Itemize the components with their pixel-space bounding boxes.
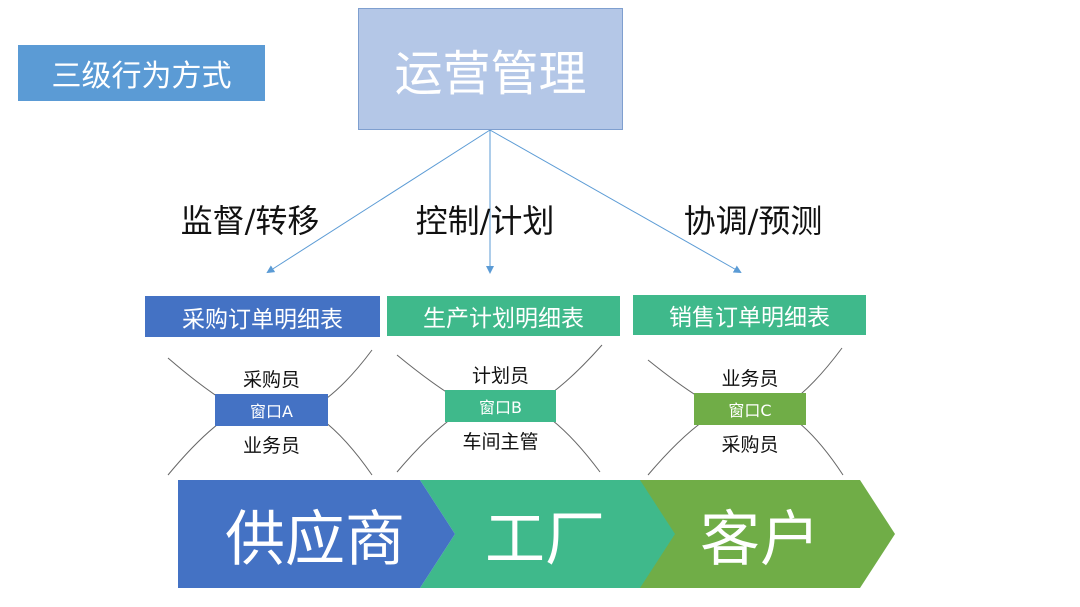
- operations-management-box: 运营管理: [358, 8, 623, 130]
- role-upper-b: 计划员: [471, 364, 529, 387]
- production-plan-table: 生产计划明细表: [387, 296, 620, 336]
- verb-coordinate: 协调/预测: [683, 202, 823, 240]
- role-lower-c: 采购员: [721, 433, 779, 456]
- window-a: 窗口A: [215, 394, 328, 426]
- role-upper-c: 业务员: [721, 367, 779, 390]
- verb-control: 控制/计划: [415, 202, 555, 240]
- sales-order-table: 销售订单明细表: [633, 295, 866, 335]
- chevron-customer: [620, 480, 895, 588]
- level-label: 三级行为方式: [18, 45, 265, 101]
- window-b: 窗口B: [445, 390, 556, 422]
- arrow-left: [266, 129, 491, 274]
- role-lower-a: 业务员: [242, 434, 300, 457]
- customer-label: 客户: [700, 504, 820, 575]
- arrow-right: [489, 129, 742, 273]
- window-c: 窗口C: [694, 393, 806, 425]
- chevron-supplier: [178, 480, 455, 588]
- factory-label: 工厂: [485, 504, 605, 575]
- chevron-factory: [420, 480, 675, 588]
- role-lower-b: 车间主管: [462, 430, 539, 453]
- purchase-order-table: 采购订单明细表: [145, 296, 380, 337]
- verb-supervise: 监督/转移: [180, 202, 320, 240]
- supplier-label: 供应商: [225, 504, 405, 575]
- role-upper-a: 采购员: [242, 368, 300, 391]
